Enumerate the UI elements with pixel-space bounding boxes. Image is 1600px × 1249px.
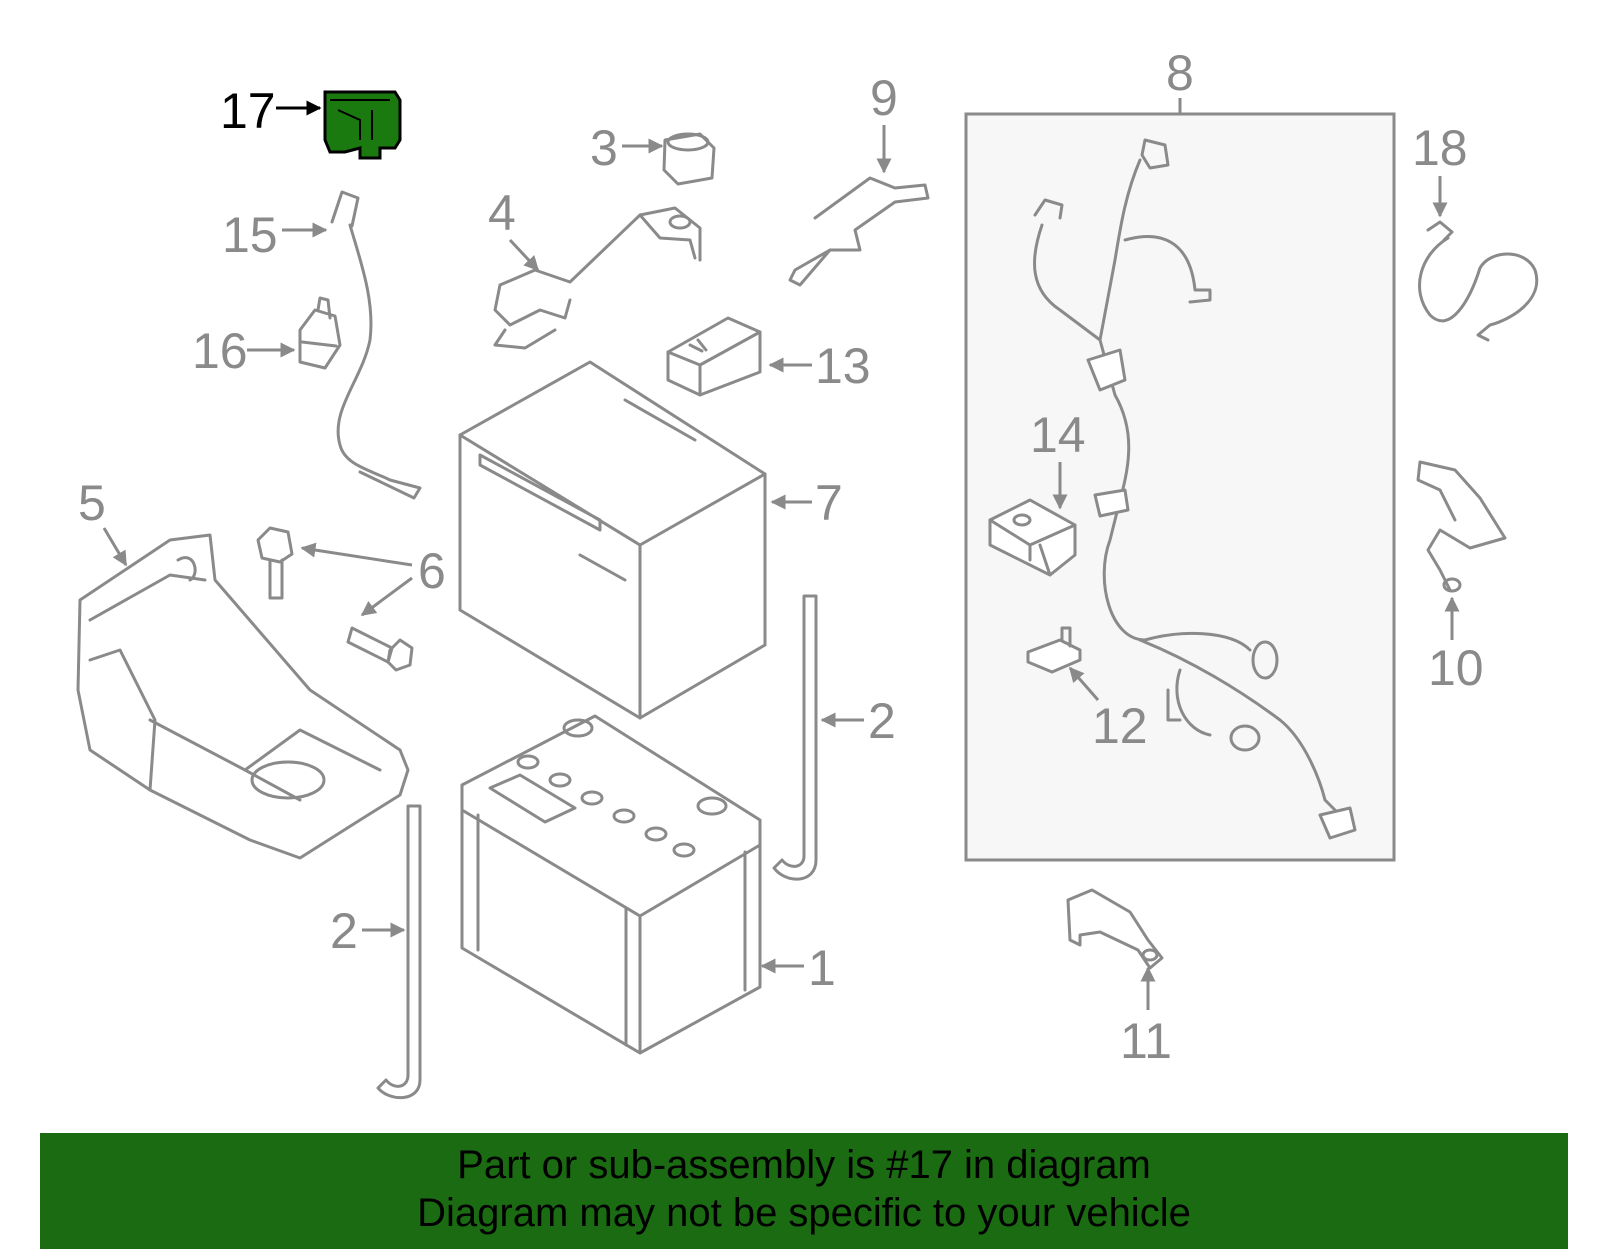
callout-16: 16	[192, 323, 248, 379]
part-2-rod-right	[772, 594, 818, 881]
callout-9: 9	[870, 70, 898, 126]
callout-2a: 2	[868, 693, 896, 749]
part-18-cable	[1418, 220, 1539, 342]
part-2-rod-left	[376, 804, 422, 1100]
part-10-bracket	[1416, 460, 1507, 593]
part-15-cable	[330, 190, 422, 500]
part-9-bracket	[788, 176, 930, 287]
part-14-block	[988, 498, 1077, 577]
callout-12: 12	[1092, 698, 1148, 754]
callout-10: 10	[1428, 640, 1484, 696]
leader-6b	[360, 576, 413, 617]
leader-5	[102, 527, 128, 567]
banner-line-2: Diagram may not be specific to your vehi…	[417, 1191, 1191, 1235]
part-8-box	[964, 112, 1396, 862]
callout-17[interactable]: 17	[220, 83, 276, 139]
leader-6a	[300, 542, 413, 567]
callout-15: 15	[222, 207, 278, 263]
callout-5: 5	[78, 475, 106, 531]
part-4-bracket	[493, 206, 702, 350]
callout-7: 7	[815, 475, 843, 531]
part-17-highlighted[interactable]	[323, 90, 402, 160]
callout-1: 1	[808, 940, 836, 996]
part-13-cover	[666, 316, 762, 397]
callout-4: 4	[488, 185, 516, 241]
part-8-harness	[1033, 138, 1357, 840]
leader-12	[1068, 666, 1100, 701]
callout-6: 6	[418, 543, 446, 599]
part-6-bolts	[256, 526, 414, 672]
part-1-battery	[460, 714, 762, 1055]
callout-14: 14	[1030, 407, 1086, 463]
part-12-clip	[1026, 626, 1082, 674]
callout-11: 11	[1120, 1013, 1172, 1069]
banner-line-1: Part or sub-assembly is #17 in diagram	[457, 1143, 1151, 1187]
callout-3: 3	[590, 120, 618, 176]
part-16-clip	[298, 296, 342, 370]
callout-8: 8	[1166, 45, 1194, 101]
part-11-bracket	[1066, 888, 1164, 970]
part-3-nut	[662, 132, 716, 186]
part-5-tray	[76, 533, 410, 860]
callout-18: 18	[1412, 120, 1468, 176]
callout-13: 13	[815, 338, 871, 394]
callout-2b: 2	[330, 903, 358, 959]
part-7-insulator	[458, 360, 767, 720]
leader-4	[508, 238, 540, 272]
info-banner: Part or sub-assembly is #17 in diagram D…	[40, 1133, 1568, 1249]
